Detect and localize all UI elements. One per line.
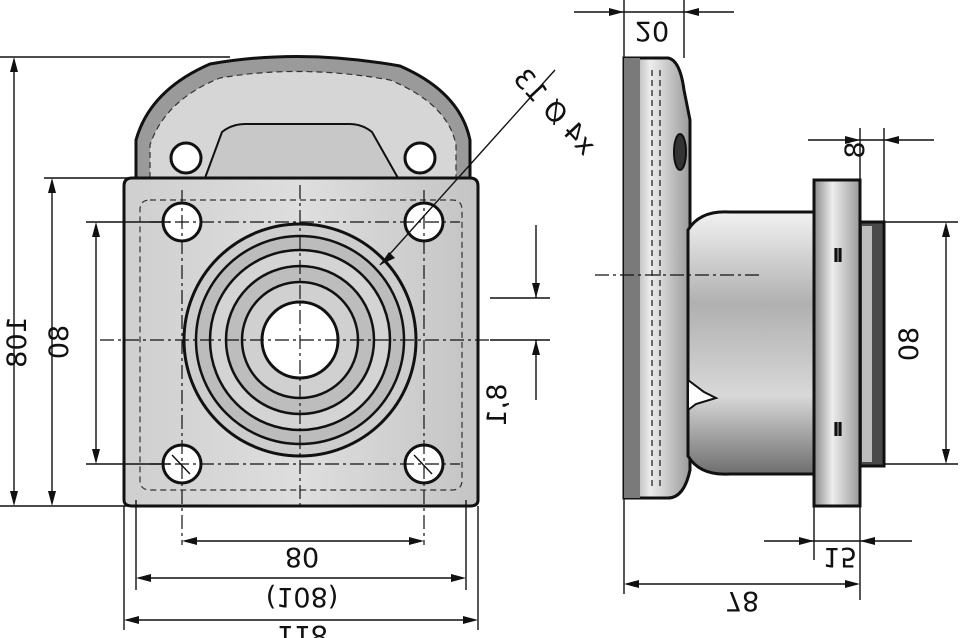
side-dimensions bbox=[574, 0, 958, 600]
housing-window bbox=[203, 123, 400, 179]
side-notch bbox=[687, 378, 719, 412]
side-front-flange bbox=[812, 178, 862, 508]
dim-80-right: 80 bbox=[894, 327, 925, 361]
flange-plate-inner bbox=[139, 199, 463, 491]
side-body bbox=[686, 210, 816, 476]
side-hole bbox=[673, 133, 687, 171]
dim-80-left: 80 bbox=[44, 325, 75, 359]
dim-holes: x4 Ø 13 bbox=[507, 63, 602, 162]
dim-108-left: 108 bbox=[2, 316, 33, 368]
dim-15: 15 bbox=[823, 541, 857, 572]
dim-145: 145 bbox=[0, 224, 3, 276]
front-view bbox=[100, 55, 490, 545]
dim-80-bottom: 80 bbox=[285, 541, 319, 572]
dim-8: 8 bbox=[840, 141, 871, 158]
dim-8-1: 8,1 bbox=[482, 384, 513, 427]
dim-118: 118 bbox=[276, 619, 328, 638]
dim-108-paren: (108) bbox=[266, 581, 339, 612]
front-centerlines bbox=[100, 185, 490, 545]
side-view bbox=[595, 56, 886, 508]
side-flange-shade bbox=[624, 58, 640, 498]
front-dimensions bbox=[0, 56, 556, 630]
dim-20: 20 bbox=[635, 15, 669, 46]
dim-78: 78 bbox=[725, 585, 759, 616]
